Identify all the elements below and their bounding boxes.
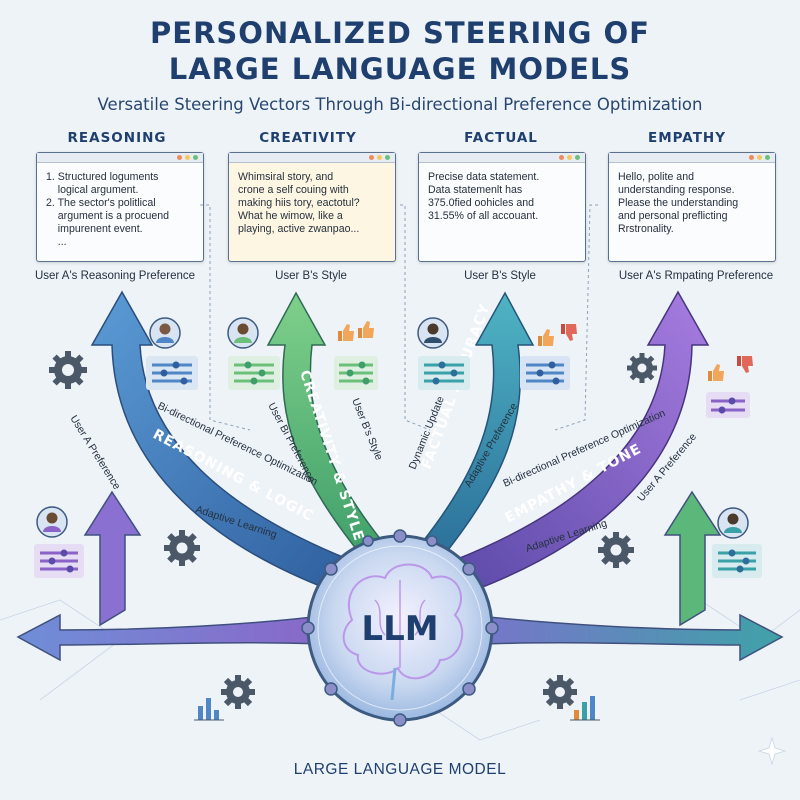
user-avatar-icon [227,317,259,349]
llm-hub: LLM [306,534,494,722]
bar-chart-icon [194,698,224,721]
footer-label: LARGE LANGUAGE MODEL [293,761,507,778]
slider-icon [34,544,84,578]
arrow-creativity [266,291,387,562]
slider-icon [334,356,378,390]
thumbs-up-icon [538,329,554,346]
slider-icon [418,356,470,390]
panel-line: ... [46,236,67,248]
panel-line: and personal preflicting [618,210,728,222]
thumbs-up-icon [708,364,724,381]
panel-line: Precise data statement. [428,171,540,183]
panel-line: making hiis tory, eactotul? [238,197,360,209]
user-avatar-icon [717,507,749,539]
title-line-1: PERSONALIZED STEERING OF [150,16,650,50]
arrow-bottom-left [16,613,342,662]
subtitle: Versatile Steering Vectors Through Bi-di… [97,95,703,114]
arrow-empathy [453,290,710,591]
annotation-user-bs-style: User B's Style [349,397,385,462]
gear-icon [49,351,87,389]
gear-icon [627,353,657,383]
category-empathy: EMPATHY [648,130,726,146]
panel-line: 31.55% of all accouant. [428,210,539,222]
gear-icon [164,530,200,566]
category-factual: FACTUAL [464,130,538,146]
category-reasoning: REASONING [67,130,167,146]
panel-creativity: Whimsiral story, and crone a self couing… [228,152,396,262]
thumbs-up-icon [338,324,354,341]
panel-line: Rrstronality. [618,223,674,235]
slider-icon [520,356,570,390]
arrow-left-outer-up [83,490,142,627]
panel-line: crone a self couing with [238,184,349,196]
bar-chart-icon [570,696,600,721]
panel-reasoning: 1. Structured loguments logical argument… [36,152,204,262]
slider-icon [146,356,198,390]
brain-icon [342,563,464,701]
slider-icon [712,544,762,578]
caption-factual: User B's Style [464,270,536,282]
arrow-right-outer-up [663,490,722,627]
panel-line: 2. The sector's politlical [46,197,156,209]
slider-icon [228,356,280,390]
panel-line: Hello, polite and [618,171,694,183]
panel-factual: Precise data statement. Data statemenlt … [418,152,586,262]
annotation-user-a-preference-left: User A Preference [67,413,122,492]
arrow-bottom-right [458,613,784,662]
thumbs-down-icon [737,356,753,373]
panel-line: impurenent event. [46,223,143,235]
caption-creativity: User B's Style [275,270,347,282]
thumbs-up-icon [358,321,374,338]
user-avatar-icon [149,317,181,349]
title-line-2: LARGE LANGUAGE MODELS [168,52,632,86]
gear-icon [221,675,255,709]
panel-line: 375.0fied oohicles and [428,197,535,209]
panel-empathy: Hello, polite and understanding response… [608,152,776,262]
caption-reasoning: User A's Reasoning Preference [34,270,196,282]
caption-empathy: User A's Rmpating Preference [618,270,774,282]
panel-line: Please the understanding [618,197,739,209]
category-creativity: CREATIVITY [259,130,357,146]
panel-line: Data statemenlt has [428,184,523,196]
arrow-reasoning [90,290,352,591]
gear-icon [543,675,577,709]
dashed-connectors [200,204,598,431]
gear-icon [598,532,634,568]
slider-icon [706,392,750,418]
panel-line: Whimsiral story, and [238,171,334,183]
panel-line: argument is a procuend [46,210,170,222]
panel-line: playing, active zwanpao... [238,223,360,235]
llm-label: LLM [361,609,438,649]
user-avatar-icon [36,506,68,538]
panel-line: understanding response. [618,184,735,196]
thumbs-down-icon [561,324,577,341]
hub-nodes [301,529,499,727]
panel-line: logical argument. [46,184,139,196]
user-avatar-icon [417,317,449,349]
panel-line: What he wimow, like a [238,210,343,222]
panel-line: 1. Structured loguments [46,171,159,183]
arrow-factual [418,291,535,562]
sparkle-icon [757,736,787,766]
